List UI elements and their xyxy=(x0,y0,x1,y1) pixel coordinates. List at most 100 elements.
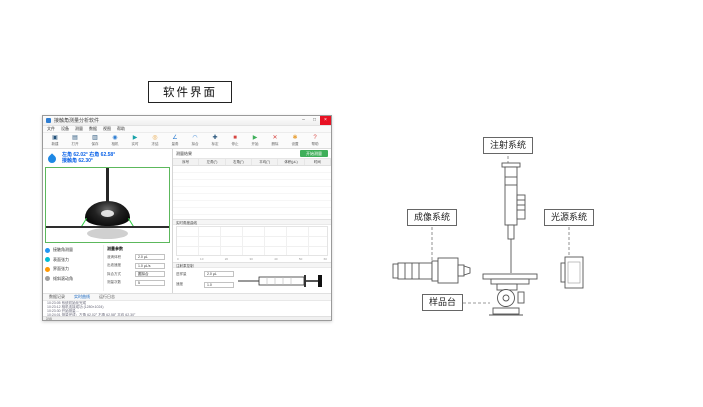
toolbar-button-start[interactable]: ▶开始 xyxy=(245,133,265,148)
pump-field: 速度 1.0 xyxy=(176,281,234,288)
param-input[interactable]: 2.0 μL xyxy=(135,254,165,260)
software-caption: 软件界面 xyxy=(163,87,217,99)
toolbar-button-settings[interactable]: ✱设置 xyxy=(285,133,305,148)
toolbar-button-open[interactable]: ▤打开 xyxy=(65,133,85,148)
tab-data-record[interactable]: 数据记录 xyxy=(49,294,65,299)
param-label: 液滴体积 xyxy=(107,254,121,259)
light-source-drawing xyxy=(560,256,584,289)
results-header: 测量结果 开始测量 xyxy=(173,149,331,159)
open-icon: ▤ xyxy=(72,135,78,141)
mode-icon xyxy=(45,276,50,281)
pane-splitter[interactable] xyxy=(172,149,173,293)
x-tick: 40 xyxy=(274,257,278,261)
reading-mean: 接触角 62.30° xyxy=(62,158,93,164)
toolbar-label: 开始 xyxy=(251,142,259,146)
chart-plot-area xyxy=(176,226,328,256)
maximize-button[interactable]: □ xyxy=(312,117,317,123)
mode-label: 接触角测量 xyxy=(53,247,73,252)
app-icon xyxy=(46,118,51,123)
mode-item-tilt-angle[interactable]: 倾斜滚动角 xyxy=(45,276,103,282)
camera-icon: ◉ xyxy=(112,135,118,141)
tab-run-log[interactable]: 运行日志 xyxy=(99,294,115,299)
x-tick: 20 xyxy=(224,257,229,261)
toolbar-label: 打开 xyxy=(71,142,79,146)
toolbar-button-camera[interactable]: ◉相机 xyxy=(105,133,125,148)
apparatus-diagram xyxy=(392,156,584,316)
toolbar-button-angle[interactable]: ∠量角 xyxy=(165,133,185,148)
droplet-highlight xyxy=(101,210,114,217)
toolbar-button-freeze[interactable]: ◎冻结 xyxy=(145,133,165,148)
param-input[interactable]: 1.0 μL/s xyxy=(135,262,165,269)
mode-item-interface-tension[interactable]: 界面张力 xyxy=(45,266,103,272)
pump-field-label: 速度 xyxy=(176,282,183,286)
injection-system-drawing xyxy=(501,162,526,273)
toolbar-button-calibrate[interactable]: ✚标定 xyxy=(205,133,225,148)
menu-item-device[interactable]: 设备 xyxy=(61,126,69,131)
window-content: 左角 62.02° 右角 62.58° 接触角 62.30° 接触角测量 xyxy=(43,149,331,293)
results-table-body[interactable] xyxy=(173,166,331,219)
toolbar-label: 实时 xyxy=(131,142,139,146)
menubar: 文件 设备 测量 数据 视图 帮助 xyxy=(43,126,331,133)
param-input[interactable]: 圆拟合 xyxy=(135,271,165,277)
pump-field-input[interactable]: 2.0 μL xyxy=(204,271,234,277)
mode-item-contact-angle[interactable]: 接触角测量 xyxy=(45,247,103,253)
droplet-reflection xyxy=(87,228,128,239)
param-input[interactable]: 5 xyxy=(135,279,165,286)
param-field: 拟合方式圆拟合 xyxy=(107,271,170,277)
water-drop-icon xyxy=(46,153,58,165)
minimize-button[interactable]: – xyxy=(302,117,305,123)
menu-item-data[interactable]: 数据 xyxy=(89,126,97,131)
menu-item-file[interactable]: 文件 xyxy=(47,126,55,131)
close-button[interactable]: × xyxy=(320,116,331,125)
mode-item-surface-tension[interactable]: 表面张力 xyxy=(45,257,103,263)
log-line: 10:23:12 相机连接成功 (1280×1024) xyxy=(47,304,104,309)
column-header: 平均(°) xyxy=(252,159,279,165)
column-header: 右角(°) xyxy=(226,159,252,165)
toolbar-label: 量角 xyxy=(171,142,179,146)
left-pane: 左角 62.02° 右角 62.58° 接触角 62.30° 接触角测量 xyxy=(43,149,172,293)
software-caption-box: 软件界面 xyxy=(148,81,232,103)
toolbar-button-new[interactable]: ▣新建 xyxy=(45,133,65,148)
menu-item-help[interactable]: 帮助 xyxy=(117,126,125,131)
camera-view[interactable] xyxy=(45,167,170,243)
param-field: 液滴体积 2.0 μL xyxy=(107,254,170,260)
stop-icon: ■ xyxy=(233,135,237,141)
toolbar-button-live[interactable]: ▶实时 xyxy=(125,133,145,148)
toolbar-label: 保存 xyxy=(91,142,99,146)
pump-field-label: 进样量 xyxy=(176,271,187,276)
x-tick: 0 xyxy=(177,257,179,261)
column-header: 左角(°) xyxy=(199,159,226,165)
toolbar-button-fit[interactable]: ◠拟合 xyxy=(185,133,205,148)
live-icon: ▶ xyxy=(132,135,138,141)
toolbar-label: 设置 xyxy=(291,142,299,146)
start-icon: ▶ xyxy=(252,135,258,141)
toolbar-label: 相机 xyxy=(111,142,119,146)
save-icon: ▥ xyxy=(92,135,98,141)
column-header: 时间 xyxy=(305,159,331,165)
log-area[interactable]: 10:23:05 系统初始化完成 10:23:12 相机连接成功 (1280×1… xyxy=(43,300,331,316)
mode-icon xyxy=(45,257,50,262)
toolbar-button-save[interactable]: ▥保存 xyxy=(85,133,105,148)
toolbar-label: 新建 xyxy=(51,142,59,146)
start-measure-button[interactable]: 开始测量 xyxy=(300,150,328,157)
mode-icon xyxy=(45,247,50,253)
toolbar-button-stop[interactable]: ■停止 xyxy=(225,133,245,148)
toolbar: ▣新建 ▤打开 ▥保存 ◉相机 ▶实时 ◎冻结 ∠量角 ◠拟合 ✚标定 ■停止 … xyxy=(43,133,331,149)
chart-panel: 实时角度曲线 0 10 20 30 40 50 60 xyxy=(173,219,331,262)
log-line: 10:24:01 测量完成：左角 62.02° 右角 62.58° 平均 62.… xyxy=(47,312,136,316)
sample-stage-drawing xyxy=(482,273,538,316)
new-icon: ▣ xyxy=(52,135,58,141)
toolbar-button-help[interactable]: ?帮助 xyxy=(305,133,325,148)
results-table-header: 序号 左角(°) 右角(°) 平均(°) 体积(μL) 时间 xyxy=(173,159,331,166)
toolbar-button-delete[interactable]: ✕删除 xyxy=(265,133,285,148)
menu-item-view[interactable]: 视图 xyxy=(103,126,111,131)
chart-title: 实时角度曲线 xyxy=(173,219,331,225)
pump-field-input[interactable]: 1.0 xyxy=(204,281,234,288)
mode-label: 表面张力 xyxy=(53,256,69,262)
settings-icon: ✱ xyxy=(292,135,298,141)
menu-item-measure[interactable]: 测量 xyxy=(75,126,83,131)
